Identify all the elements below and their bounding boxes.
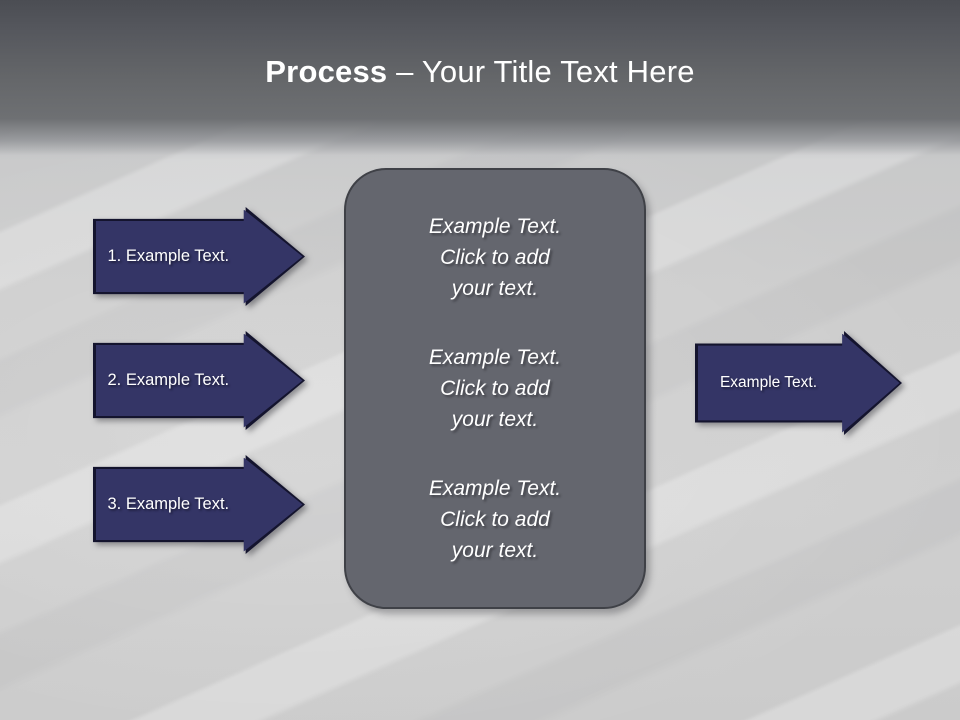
result-arrow[interactable]: Example Text. — [695, 331, 902, 435]
page-title-rest: Your Title Text Here — [421, 54, 695, 89]
result-arrow-label: Example Text. — [719, 374, 818, 391]
step-arrow-1-label: 1. Example Text. — [107, 247, 230, 265]
step-arrow-2[interactable]: 2. Example Text. — [93, 331, 305, 430]
step-arrow-2-label: 2. Example Text. — [107, 371, 230, 389]
center-panel-paragraph-3: Example Text. Click to add your text. — [428, 477, 562, 562]
center-panel-paragraph-2: Example Text. Click to add your text. — [428, 346, 562, 431]
center-panel-paragraph-1: Example Text. Click to add your text. — [428, 215, 562, 300]
step-arrow-3-label: 3. Example Text. — [107, 495, 230, 513]
step-arrow-1[interactable]: 1. Example Text. — [93, 207, 305, 306]
title-band — [0, 0, 960, 160]
center-content-panel[interactable]: Example Text. Click to add your text. Ex… — [344, 168, 646, 609]
page-title-separator: – — [387, 54, 422, 89]
step-arrow-3[interactable]: 3. Example Text. — [93, 455, 305, 554]
page-title-emphasis: Process — [265, 54, 388, 89]
page-title: Process – Your Title Text Here — [0, 52, 960, 92]
